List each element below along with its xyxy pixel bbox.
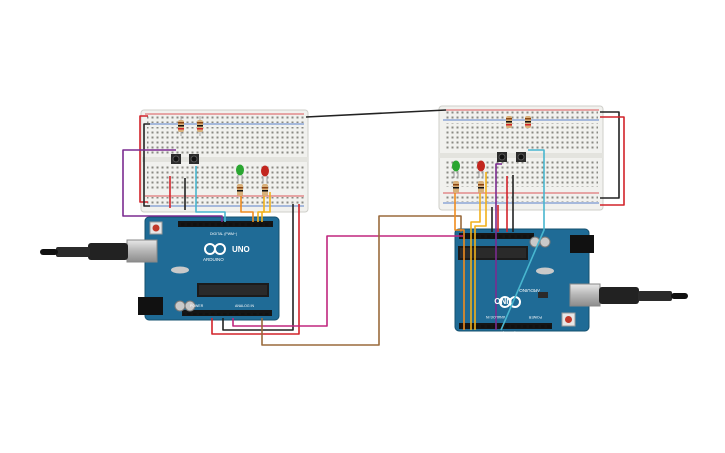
led-icon: [452, 160, 460, 178]
right-board-brand: ARDUINO: [519, 288, 540, 293]
usb-cable-icon: [40, 243, 128, 260]
left-board-power-label: POWER: [190, 304, 204, 308]
left-board-brand: ARDUINO: [203, 257, 224, 262]
resistor-icon: [237, 184, 243, 196]
left-board-logo: UNO: [232, 245, 250, 254]
left-board-analog-label: ANALOG IN: [235, 304, 255, 308]
usb-connector-right: [569, 283, 601, 307]
resistor-icon: [453, 181, 459, 193]
led-icon: [261, 165, 269, 183]
left-board-digital-label: DIGITAL (PWM~): [210, 232, 237, 236]
usb-cable-icon: [599, 287, 688, 304]
right-board-digital-label: DIGITAL (PWM~): [503, 331, 530, 335]
led-icon: [236, 164, 244, 182]
resistor-icon: [178, 116, 184, 136]
resistor-icon: [506, 116, 512, 128]
pushbutton-icon[interactable]: [171, 154, 181, 164]
resistor-icon: [262, 184, 268, 196]
pushbutton-icon[interactable]: [497, 152, 507, 162]
pushbutton-icon[interactable]: [189, 154, 199, 164]
pushbutton-icon[interactable]: [516, 152, 526, 162]
wires: [122, 109, 625, 346]
resistor-icon: [525, 116, 531, 128]
arduino-infinity-logo-icon: [204, 243, 226, 255]
arduino-uno-right[interactable]: [454, 228, 594, 332]
arduino-uno-left[interactable]: [138, 216, 280, 321]
resistor-icon: [478, 181, 484, 193]
right-board-logo: UNO: [494, 296, 512, 305]
resistor-icon: [197, 116, 203, 136]
usb-connector-left: [126, 239, 158, 263]
right-board-power-label: POWER: [528, 315, 542, 319]
breadboard-left[interactable]: [140, 109, 309, 213]
led-icon: [477, 160, 485, 178]
right-board-analog-label: ANALOG IN: [485, 315, 505, 319]
